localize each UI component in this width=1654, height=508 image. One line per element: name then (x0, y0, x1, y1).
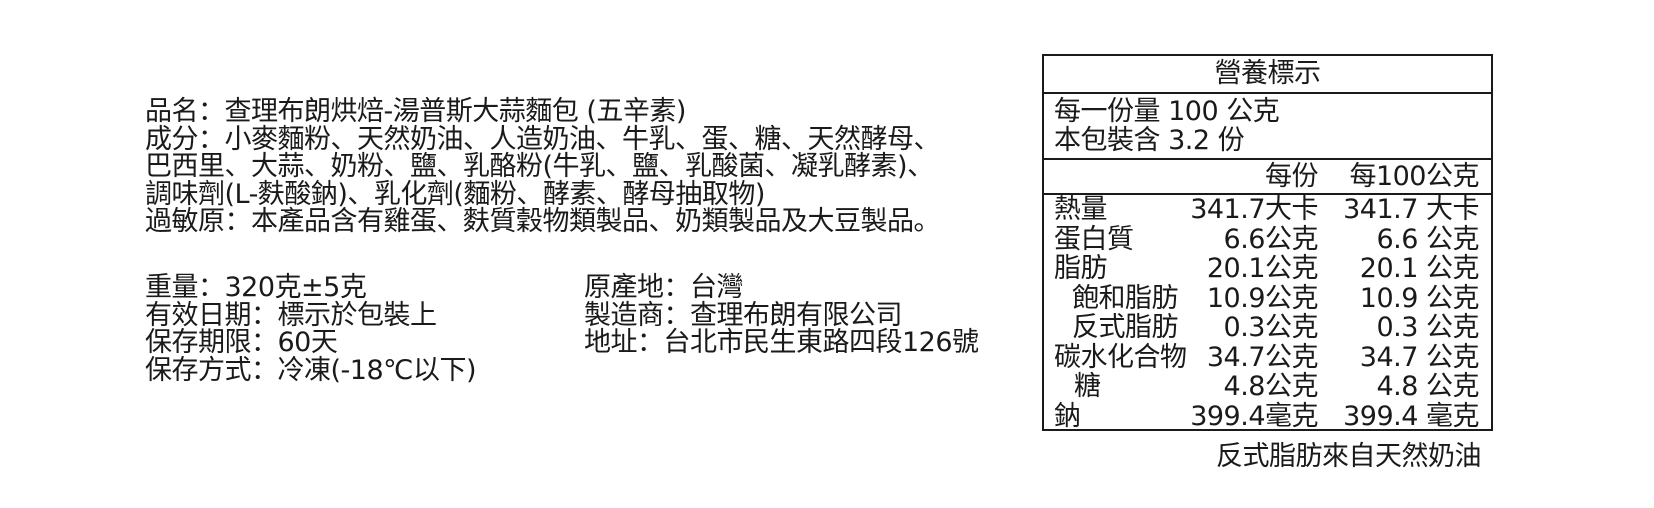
nutrient-per-serving: 399.4毫克 (1190, 400, 1318, 432)
nutrition-row: 脂肪 20.1公克 20.1 公克 (1044, 254, 1491, 284)
nutrient-per-100g: 34.7 公克 (1359, 341, 1480, 373)
nutrition-row: 鈉 399.4毫克 399.4 毫克 (1044, 400, 1491, 432)
nutrient-per-serving: 34.7公克 (1206, 341, 1319, 373)
nutrient-per-100g: 4.8 公克 (1376, 371, 1479, 402)
nutrient-name: 熱量 (1054, 194, 1108, 225)
nutrient-per-serving: 4.8公克 (1223, 371, 1319, 402)
nutrition-footnote: 反式脂肪來自天然奶油 (1216, 441, 1482, 472)
nutrient-per-serving: 0.3公克 (1223, 312, 1319, 343)
product-name: 品名：查理布朗烘焙-湯普斯大蒜麵包 (五辛素) (145, 96, 686, 127)
per-100g-header: 每100公克 (1349, 161, 1479, 192)
nutrient-per-100g: 399.4 毫克 (1343, 400, 1479, 432)
nutrient-name: 碳水化合物 (1054, 341, 1187, 373)
product-info-block: 品名：查理布朗烘焙-湯普斯大蒜麵包 (五辛素) 成分：小麥麵粉、天然奶油、人造奶… (145, 96, 941, 237)
ingredients-line-1: 成分：小麥麵粉、天然奶油、人造奶油、牛乳、蛋、糖、天然酵母、 (145, 123, 941, 155)
nutrition-row: 熱量 341.7大卡 341.7 大卡 (1044, 195, 1491, 225)
nutrition-row: 糖 4.8公克 4.8 公克 (1044, 372, 1491, 402)
nutrient-per-100g: 341.7 大卡 (1343, 194, 1479, 225)
nutrition-row: 反式脂肪 0.3公克 0.3 公克 (1044, 313, 1491, 343)
nutrient-per-100g: 20.1 公克 (1359, 253, 1480, 284)
specs-left-block: 重量：320克±5克 有效日期：標示於包裝上 保存期限：60天 保存方式：冷凍(… (145, 272, 477, 386)
nutrient-per-serving: 10.9公克 (1206, 282, 1319, 314)
nutrition-facts-table: 營養標示 每一份量 100 公克 本包裝含 3.2 份 每份 每100公克 熱量… (1042, 54, 1493, 431)
nutrient-per-serving: 341.7大卡 (1190, 194, 1318, 225)
net-weight: 重量：320克±5克 (145, 272, 367, 303)
nutrient-name: 鈉 (1054, 400, 1081, 432)
shelf-life: 保存期限：60天 (145, 327, 338, 358)
nutrient-name: 飽和脂肪 (1072, 282, 1179, 314)
nutrition-column-header: 每份 每100公克 (1044, 160, 1491, 195)
nutrition-rows: 熱量 341.7大卡 341.7 大卡蛋白質 6.6公克 6.6 公克脂肪 20.1公克 2… (1044, 195, 1491, 431)
country-of-origin: 原產地：台灣 (584, 272, 743, 303)
per-serving-header: 每份 (1265, 161, 1319, 192)
nutrient-name: 反式脂肪 (1072, 312, 1179, 343)
nutrient-per-100g: 10.9 公克 (1359, 282, 1480, 314)
serving-info: 每一份量 100 公克 本包裝含 3.2 份 (1044, 94, 1491, 160)
storage-method: 保存方式：冷凍(-18℃以下) (145, 354, 477, 386)
nutrient-per-100g: 6.6 公克 (1376, 223, 1479, 255)
address: 地址：台北市民生東路四段126號 (584, 327, 979, 358)
expiry-date: 有效日期：標示於包裝上 (145, 299, 437, 331)
serving-size: 每一份量 100 公克 (1054, 96, 1280, 127)
nutrient-per-serving: 20.1公克 (1206, 253, 1319, 284)
allergen-statement: 過敏原：本產品含有雞蛋、麩質穀物類製品、奶類製品及大豆製品。 (145, 206, 941, 237)
ingredients-line-2: 巴西里、大蒜、奶粉、鹽、乳酪粉(牛乳、鹽、乳酸菌、凝乳酵素)、 (145, 151, 934, 182)
ingredients-line-3: 調味劑(L-麩酸鈉)、乳化劑(麵粉、酵素、酵母抽取物) (145, 178, 765, 210)
servings-per-package: 本包裝含 3.2 份 (1054, 125, 1245, 156)
nutrient-per-100g: 0.3 公克 (1376, 312, 1479, 343)
nutrition-title: 營養標示 (1044, 56, 1491, 94)
nutrition-row: 碳水化合物 34.7公克 34.7 公克 (1044, 341, 1491, 373)
specs-right-block: 原產地：台灣 製造商：查理布朗有限公司 地址：台北市民生東路四段126號 (584, 274, 979, 357)
nutrition-row: 飽和脂肪 10.9公克 10.9 公克 (1044, 282, 1491, 314)
manufacturer: 製造商：查理布朗有限公司 (584, 299, 902, 331)
nutrient-per-serving: 6.6公克 (1223, 223, 1319, 255)
nutrient-name: 蛋白質 (1054, 223, 1134, 255)
nutrient-name: 糖 (1074, 371, 1101, 402)
nutrient-name: 脂肪 (1054, 253, 1108, 284)
nutrition-row: 蛋白質 6.6公克 6.6 公克 (1044, 223, 1491, 255)
